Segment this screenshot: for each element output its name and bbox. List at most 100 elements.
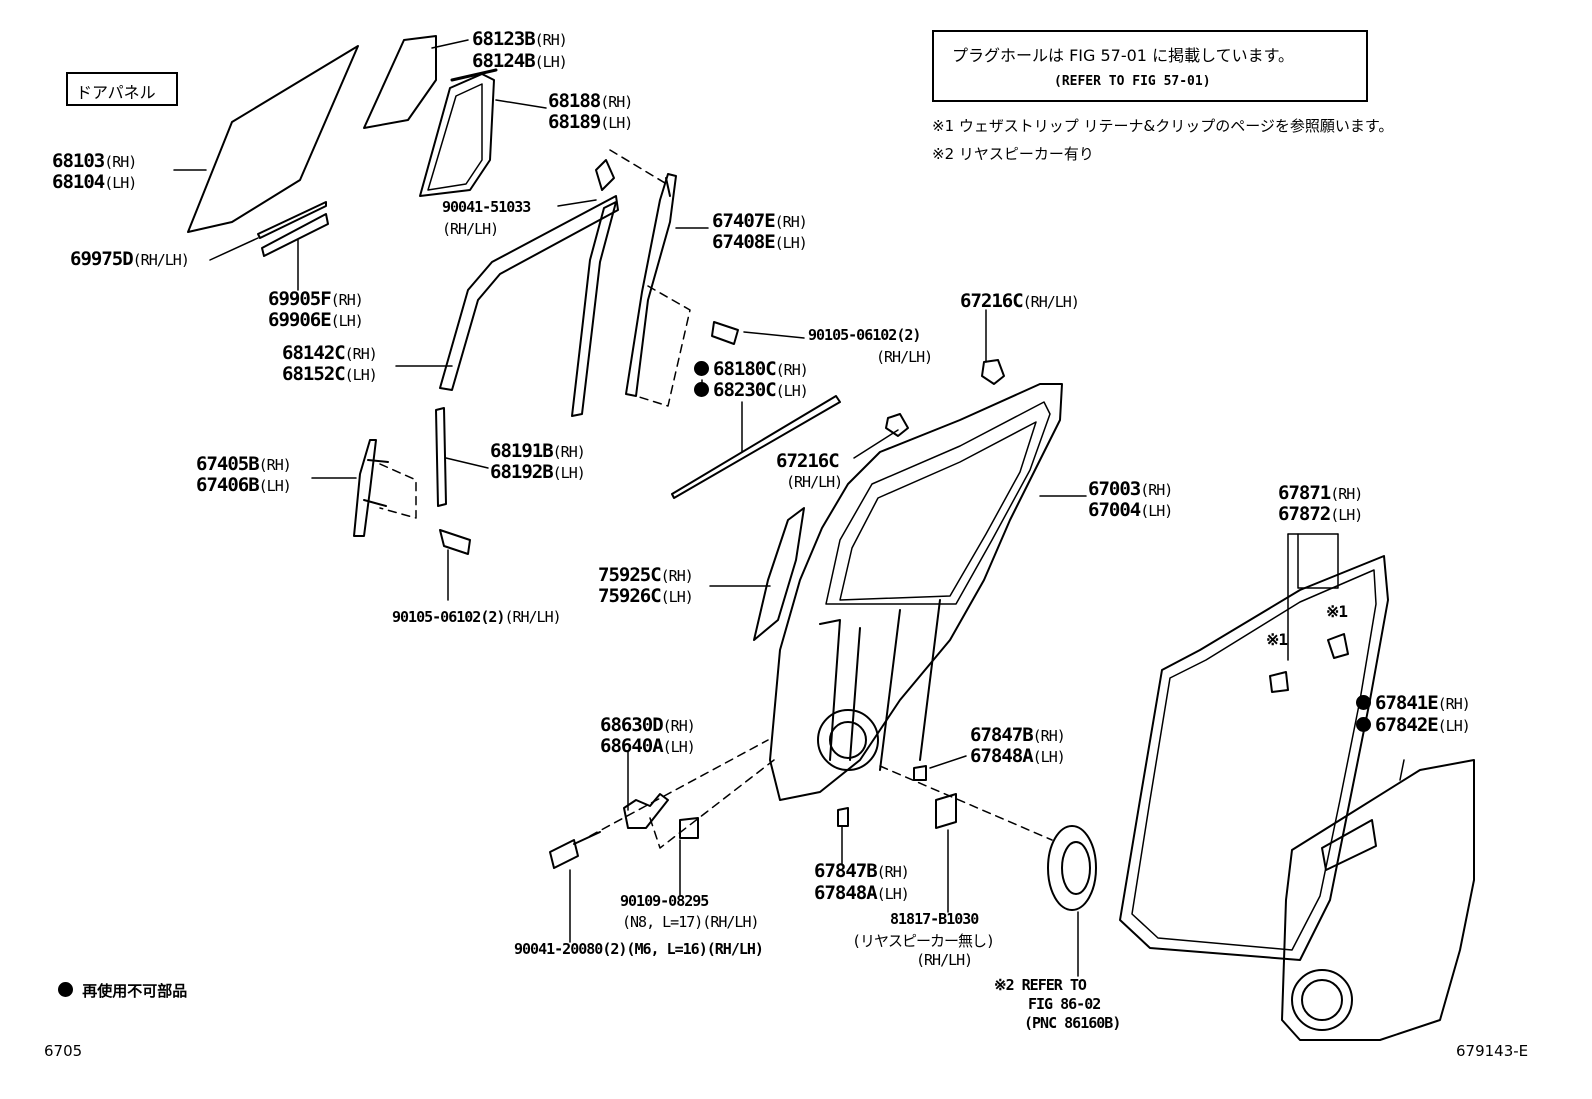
- refer-fig-86-02[interactable]: ※2 REFER TO FIG 86-02 (PNC 86160B): [994, 976, 1121, 1032]
- part-number: 67872: [1278, 503, 1331, 525]
- part-68230C[interactable]: 68230C(LH): [694, 381, 809, 400]
- part-90105-06102-upper[interactable]: 90105-06102(2): [808, 328, 921, 343]
- part-67408E[interactable]: 67408E(LH): [712, 231, 808, 253]
- part-number: 69905F: [268, 288, 332, 310]
- side: (RH): [1330, 485, 1363, 503]
- part-number: 69975D: [70, 248, 134, 270]
- part-68142C[interactable]: 68142C(RH): [282, 342, 378, 364]
- part-68152C[interactable]: 68152C(LH): [282, 363, 378, 385]
- spec: (N8, L=17)(RH/LH): [622, 913, 760, 931]
- part-67872[interactable]: 67872(LH): [1278, 503, 1363, 525]
- refer-note-jp: プラグホールは FIG 57-01 に掲載しています。: [952, 46, 1294, 65]
- part-67405B[interactable]: 67405B(RH): [196, 453, 292, 475]
- part-68103[interactable]: 68103(RH): [52, 152, 137, 171]
- part-90041-20080[interactable]: 90041-20080(2)(M6, L=16)(RH/LH): [514, 942, 764, 957]
- part-75926C[interactable]: 75926C(LH): [598, 587, 694, 606]
- part-68123B[interactable]: 68123B(RH): [472, 30, 568, 49]
- part-number: 67407E: [712, 210, 776, 232]
- part-68104[interactable]: 68104(LH): [52, 171, 137, 193]
- side: (RH): [552, 443, 586, 461]
- part-number: 68142C: [282, 342, 346, 364]
- side: (RH): [344, 345, 378, 363]
- part-81817-B1030[interactable]: 81817-B1030: [890, 912, 979, 927]
- glass-run: [439, 195, 619, 391]
- fig-code: 6705: [44, 1042, 83, 1060]
- side: (RH/LH): [132, 251, 190, 269]
- part-69905F[interactable]: 69905F(RH): [268, 288, 364, 310]
- side: (RH): [660, 567, 694, 585]
- part-67003[interactable]: 67003(RH): [1088, 478, 1173, 500]
- part-90109-08295[interactable]: 90109-08295: [620, 894, 709, 909]
- part-68191B[interactable]: 68191B(RH): [490, 442, 586, 461]
- part-number: 67405B: [196, 453, 260, 475]
- part-67407E[interactable]: 67407E(RH): [712, 210, 808, 232]
- part-68630D[interactable]: 68630D(RH): [600, 714, 696, 736]
- door-glass: [187, 45, 359, 233]
- division-bar: [435, 407, 447, 507]
- part-90041-51033[interactable]: 90041-51033: [442, 198, 531, 216]
- side: (LH): [1032, 748, 1066, 766]
- side: (LH): [1437, 717, 1471, 735]
- part-number: 68640A: [600, 735, 664, 757]
- side: (LH): [330, 312, 364, 330]
- part-67871[interactable]: 67871(RH): [1278, 482, 1363, 504]
- sound-pad: [753, 507, 805, 641]
- part-68180C[interactable]: 68180C(RH): [694, 360, 809, 379]
- part-number: 68104: [52, 171, 105, 193]
- side: (RH): [1032, 727, 1066, 745]
- part-number: 68152C: [282, 363, 346, 385]
- side: (RH): [1437, 695, 1471, 713]
- part-69975D[interactable]: 69975D(RH/LH): [70, 248, 190, 270]
- part-68189[interactable]: 68189(LH): [548, 113, 633, 132]
- part-67841E[interactable]: 67841E(RH): [1356, 694, 1471, 713]
- part-number: 67216C: [776, 450, 840, 472]
- part-number: 67871: [1278, 482, 1331, 504]
- part-68640A[interactable]: 68640A(LH): [600, 735, 696, 757]
- part-69906E[interactable]: 69906E(LH): [268, 311, 364, 330]
- part-90105-06102-lower[interactable]: 90105-06102(2)(RH/LH): [392, 608, 562, 626]
- part-67847B-lower[interactable]: 67847B(RH): [814, 862, 910, 881]
- part-number: 67003: [1088, 478, 1141, 500]
- part-number: 67216C: [960, 290, 1024, 312]
- part-81817-note: (リヤスピーカー無し): [852, 931, 995, 950]
- part-number: 67004: [1088, 499, 1141, 521]
- part-number: 68124B: [472, 50, 536, 72]
- speaker: [1047, 825, 1097, 911]
- part-67842E[interactable]: 67842E(LH): [1356, 716, 1471, 735]
- part-67848A-upper[interactable]: 67848A(LH): [970, 745, 1066, 767]
- part-number: 90105-06102(2): [392, 608, 505, 626]
- part-number: 67408E: [712, 231, 776, 253]
- part-number: 68188: [548, 90, 601, 112]
- part-67406B[interactable]: 67406B(LH): [196, 476, 292, 495]
- part-67847B-upper[interactable]: 67847B(RH): [970, 726, 1066, 745]
- part-75925C[interactable]: 75925C(RH): [598, 566, 694, 585]
- part-number: 67848A: [970, 745, 1034, 767]
- part-67004[interactable]: 67004(LH): [1088, 499, 1173, 521]
- part-67216C-upper[interactable]: 67216C(RH/LH): [960, 290, 1080, 312]
- part-number: 90041-51033: [442, 198, 531, 216]
- door-sash: [625, 173, 677, 397]
- side: (RH): [876, 863, 910, 881]
- door-check: [623, 793, 669, 829]
- legend: 再使用不可部品: [58, 980, 187, 1001]
- part-68192B[interactable]: 68192B(LH): [490, 461, 586, 483]
- part-number: 68630D: [600, 714, 664, 736]
- part-67216C-lower[interactable]: 67216C: [776, 450, 840, 472]
- side: (RH): [104, 153, 137, 171]
- part-67848A-lower[interactable]: 67848A(LH): [814, 884, 910, 903]
- quarter-glass: [363, 35, 437, 129]
- mark-k1-left: ※1: [1266, 630, 1288, 649]
- non-reusable-mark: [1356, 717, 1371, 732]
- quarter-frame: [419, 73, 495, 197]
- part-68188[interactable]: 68188(RH): [548, 90, 633, 112]
- side: (RH/LH): [876, 348, 933, 366]
- side: (RH): [662, 717, 696, 735]
- side: (RH): [258, 456, 292, 474]
- part-68124B[interactable]: 68124B(LH): [472, 50, 568, 72]
- door-trim: [1281, 759, 1475, 1041]
- refer-line-1: ※2 REFER TO: [994, 976, 1087, 994]
- part-number: 68192B: [490, 461, 554, 483]
- side: (LH): [775, 382, 809, 400]
- side: (LH): [662, 738, 696, 756]
